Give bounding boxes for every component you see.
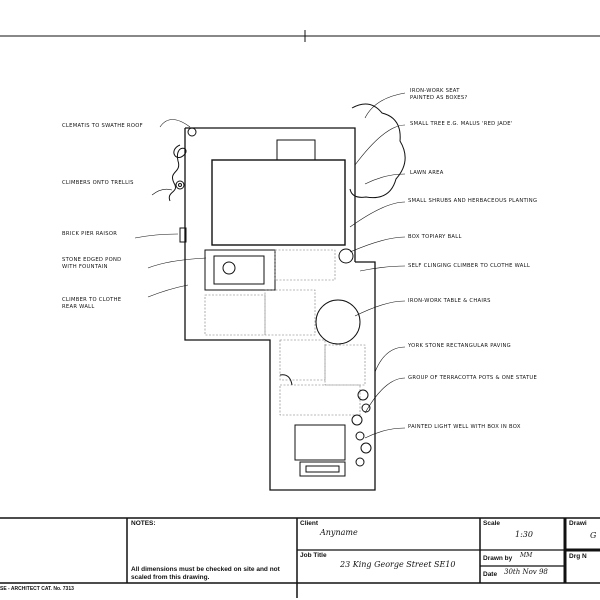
label-terracotta: Group of terracotta pots & one statue [408,375,538,381]
scale-label: Scale [483,520,500,527]
iron-table [315,299,361,345]
label-climber-wall: Self clinging climber to clothe wall [408,263,531,269]
scale-value: 1:30 [515,530,533,539]
pond [213,255,265,285]
small-tree [349,103,406,199]
notes-label: NOTES: [131,520,156,527]
terracotta-pots [351,389,372,467]
iron-seat [276,139,316,161]
boundary-wall [184,127,376,491]
light-well-inner-box [305,465,340,473]
date-value: 30th Nov 98 [504,568,548,576]
light-well-box [299,461,346,477]
label-lawn: Lawn area [410,170,444,176]
label-climbers-trellis: Climbers onto trellis [62,180,134,186]
label-table-chairs: Iron-work table & chairs [408,298,491,304]
brick-pier [179,227,187,243]
lawn-area [211,159,346,246]
date-label: Date [483,571,498,578]
label-shrubs: Small shrubs and herbaceous planting [408,198,538,204]
notes-text: All dimensions must be checked on site a… [131,566,280,581]
label-iron-seat: Iron-work seat painted as boxes? [410,88,468,101]
drg-no-label: Drg N [569,553,587,560]
climbers [168,144,187,202]
label-clematis: Clematis to swathe roof [62,123,143,129]
drawn-by-value: MM [520,552,533,559]
label-pond: Stone edged pond with fountain [62,257,122,270]
label-small-tree: Small tree e.g. Malus 'Red Jade' [410,121,513,127]
fountain [222,261,236,275]
label-climber-rear-wall: Climber to clothe rear wall [62,297,122,310]
pond-surround [204,249,276,291]
leader-lines [134,92,406,439]
york-stone-paving [204,249,366,416]
label-brick-pier: Brick pier raisor [62,231,118,237]
drawing-label: Drawi [569,520,587,527]
client-value: Anyname [320,528,358,537]
label-box-ball: Box topiary ball [408,234,462,240]
drawing-value: G [590,531,597,540]
drawn-by-label: Drawn by [483,555,513,562]
job-title-value: 23 King George Street SE10 [340,560,456,569]
box-topiary-ball [338,248,354,264]
job-title-label: Job Title [300,552,327,559]
client-label: Client [300,520,319,527]
label-paving: York stone rectangular paving [408,343,511,349]
light-well [294,424,346,461]
catalogue-number: SE - ARCHITECT CAT. No. 7313 [0,586,74,592]
door-swing [279,374,293,386]
label-light-well: Painted light well with box in box [408,424,521,430]
